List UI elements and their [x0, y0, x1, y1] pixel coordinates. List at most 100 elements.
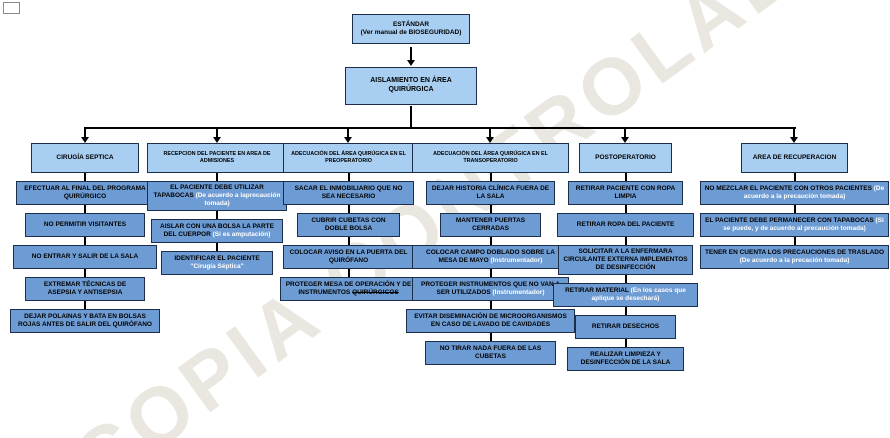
flow-arrow-down-icon	[621, 237, 630, 251]
node-note: (En los casos que aplique se desechará)	[591, 287, 686, 303]
node-note: "Cirugía Séptica"	[190, 263, 244, 271]
node-text: RETIRAR ROPA DEL PACIENTE	[577, 221, 675, 229]
node-label: COLOCAR AVISO EN LA PUERTA DEL QUIRÓFANO	[289, 248, 408, 264]
node-note: (De acuerdo a laprecaución tomada)	[195, 192, 281, 208]
node-title: ESTÁNDAR	[392, 20, 430, 28]
flow-arrow-down-icon	[621, 173, 630, 187]
node-step: CUBRIR CUBETAS CON DOBLE BOLSA	[297, 213, 400, 237]
node-step: SOLICITAR A LA ENFERMARA CIRCULANTE EXTE…	[558, 245, 693, 276]
node-note: (De acuerdo a la precaución tomada)	[743, 184, 885, 200]
node-text: COLOCAR AVISO EN LA PUERTA DEL QUIRÓFANO	[287, 249, 410, 265]
flow-arrow-down-icon	[790, 237, 799, 251]
node-label: RECEPCION DEL PACIENTE EN AREA DE ADMISI…	[163, 151, 271, 164]
node-column-header: POSTOPERATORIO	[578, 143, 673, 173]
column-cirugia-septica: CIRUGÍA SEPTICA EFECTUAR AL FINAL DEL PRO…	[10, 143, 160, 333]
flow-arrow-down-icon	[213, 211, 221, 226]
flow-arrow-down-icon	[486, 173, 495, 187]
node-text: CUBRIR CUBETAS CON DOBLE BOLSA	[301, 217, 395, 233]
node-label: SACAR EL INMOBILIARIO QUE NO SEA NECESAR…	[294, 184, 403, 200]
connector-line	[489, 127, 491, 137]
flow-arrow-down-icon	[81, 205, 89, 219]
node-column-header: AREA DE RECUPERACION	[740, 143, 849, 173]
flow-arrow-down-icon	[344, 269, 353, 283]
node-label: ADECUACIÓN DEL ÁREA QUIRÚGICA EN EL PREO…	[291, 151, 406, 164]
node-step: NO ENTRAR Y SALIR DE LA SALA	[13, 245, 157, 269]
node-step: REALIZAR LIMPIEZA Y DESINFECCIÓN DE LA S…	[566, 347, 685, 372]
node-label: RETIRAR PACIENTE CON ROPA LIMPIA	[575, 184, 676, 200]
node-text: AISLAR CON UNA BOLSA LA PARTE DEL CUERPO…	[155, 223, 279, 239]
column-recepcion-admisiones: RECEPCION DEL PACIENTE EN AREA DE ADMISI…	[147, 143, 287, 276]
checkbox-artifact[interactable]	[3, 2, 20, 14]
node-step: NO TIRAR NADA FUERA DE LAS CUBETAS	[424, 341, 557, 365]
node-text: NO PERMITIR VISITANTES	[44, 221, 126, 229]
node-step: NO PERMITIR VISITANTES	[25, 213, 145, 237]
flow-arrow-down-icon	[621, 205, 630, 219]
flow-arrow-down-icon	[621, 339, 630, 354]
node-label: RETIRAR ROPA DEL PACIENTE	[576, 220, 675, 228]
flow-arrow-down-icon	[621, 307, 630, 322]
flow-arrow-down-icon	[213, 173, 221, 187]
node-label: RETIRAR MATERIAL	[565, 287, 629, 295]
node-note: (Si se puede, y de acuerdo al precaución…	[723, 216, 884, 232]
flow-arrow-down-icon	[486, 301, 495, 315]
node-label: EVITAR DISEMINACIÓN DE MICROORGANISMOS E…	[414, 312, 567, 328]
connector-line	[793, 127, 795, 137]
flow-arrow-down-icon	[81, 173, 89, 187]
node-text: IDENTIFICAR EL PACIENTE "Cirugía Séptica…	[165, 255, 269, 271]
node-label: DEJAR HISTORIA CLÍNICA FUERA DE LA SALA	[431, 184, 550, 200]
node-label: RETIRAR DESECHOS	[591, 323, 660, 331]
node-step: RETIRAR MATERIAL (En los casos que apliq…	[552, 283, 699, 308]
node-step: RETIRAR PACIENTE CON ROPA LIMPIA	[567, 181, 684, 205]
node-text: EL PACIENTE DEBE PERMANECER CON TAPABOCA…	[704, 217, 885, 233]
node-label: MANTENER PUERTAS CERRADAS	[455, 216, 526, 232]
node-text: PROTEGER MESA DE OPERACIÓN Y DE INSTRUME…	[284, 281, 412, 297]
node-label: AISLAR CON UNA BOLSA LA PARTE DEL CUERPO…	[160, 223, 274, 239]
node-text: DEJAR HISTORIA CLÍNICA FUERA DE LA SALA	[430, 185, 551, 201]
node-label: CUBRIR CUBETAS CON DOBLE BOLSA	[311, 216, 386, 232]
flow-arrow-down-icon	[486, 237, 495, 251]
node-note: (De acuerdo a la precación tomada)	[739, 257, 850, 264]
node-step: MANTENER PUERTAS CERRADAS	[440, 213, 541, 237]
arrowhead-down-icon	[344, 137, 352, 143]
connector-line	[216, 127, 218, 137]
node-text: EFECTUAR AL FINAL DEL PROGRAMA QUIRÚRGIC…	[20, 185, 150, 201]
arrowhead-down-icon	[81, 137, 89, 143]
flow-arrow-down-icon	[344, 173, 353, 187]
arrowhead-down-icon	[486, 137, 494, 143]
node-column-header: ADECUACIÓN DEL ÁREA QUIRÚGICA EN EL TRAN…	[412, 143, 569, 173]
node-step: SACAR EL INMOBILIARIO QUE NO SEA NECESAR…	[283, 181, 414, 205]
node-step: PROTEGER INSTRUMENTOS QUE NO VAN A SER U…	[412, 277, 569, 301]
connector-line	[624, 127, 626, 137]
node-step: DEJAR HISTORIA CLÍNICA FUERA DE LA SALA	[426, 181, 555, 205]
node-label: NO ENTRAR Y SALIR DE LA SALA	[31, 252, 139, 260]
node-text: EXTREMAR TÉCNICAS DE ASEPSIA Y ANTISEPSI…	[29, 281, 141, 297]
node-label: AREA DE RECUPERACION	[752, 153, 837, 161]
node-step: COLOCAR AVISO EN LA PUERTA DEL QUIRÓFANO	[283, 245, 414, 269]
node-label: NO PERMITIR VISITANTES	[43, 220, 127, 228]
node-text: REALIZAR LIMPIEZA Y DESINFECCIÓN DE LA S…	[571, 351, 681, 367]
flow-arrow-down-icon	[81, 301, 89, 315]
node-label: POSTOPERATORIO	[595, 153, 656, 161]
node-column-header: CIRUGÍA SEPTICA	[31, 143, 139, 173]
arrowhead-down-icon	[213, 137, 221, 143]
node-step: IDENTIFICAR EL PACIENTE "Cirugía Séptica…	[161, 251, 273, 276]
node-title: AISLAMIENTO EN ÁREA QUIRÚRGICA	[370, 77, 452, 93]
node-label: NO TIRAR NADA FUERA DE LAS CUBETAS	[439, 344, 542, 360]
node-text: RETIRAR MATERIAL (En los casos que apliq…	[557, 287, 694, 303]
node-step: RETIRAR DESECHOS	[574, 315, 677, 340]
node-step: COLOCAR CAMPO DOBLADO SOBRE LA MESA DE M…	[412, 245, 569, 269]
flow-arrow-down-icon	[486, 205, 495, 219]
node-step: TENER EN CUENTA LOS PRECAUCIONES DE TRAS…	[700, 245, 889, 269]
node-text: RETIRAR PACIENTE CON ROPA LIMPIA	[572, 185, 679, 201]
node-text: NO MEZCLAR EL PACIENTE CON OTROS PACIENT…	[704, 185, 885, 201]
column-transoperatorio: ADECUACIÓN DEL ÁREA QUIRÚGICA EN EL TRAN…	[405, 143, 576, 365]
node-text: RETIRAR DESECHOS	[592, 323, 659, 331]
node-estandar: ESTÁNDAR (Ver manual de BIOSEGURIDAD)	[352, 14, 470, 44]
column-postoperatorio: POSTOPERATORIO RETIRAR PACIENTE CON ROPA …	[552, 143, 699, 372]
node-text: TENER EN CUENTA LOS PRECAUCIONES DE TRAS…	[704, 249, 885, 265]
flow-arrow-down-icon	[486, 333, 495, 347]
node-step: DEJAR POLAINAS Y BATA EN BOLSAS ROJAS AN…	[10, 309, 160, 333]
flow-arrow-down-icon	[486, 269, 495, 283]
node-label: NO MEZCLAR EL PACIENTE CON OTROS PACIENT…	[704, 184, 872, 192]
node-column-header: RECEPCION DEL PACIENTE EN AREA DE ADMISI…	[147, 143, 287, 173]
